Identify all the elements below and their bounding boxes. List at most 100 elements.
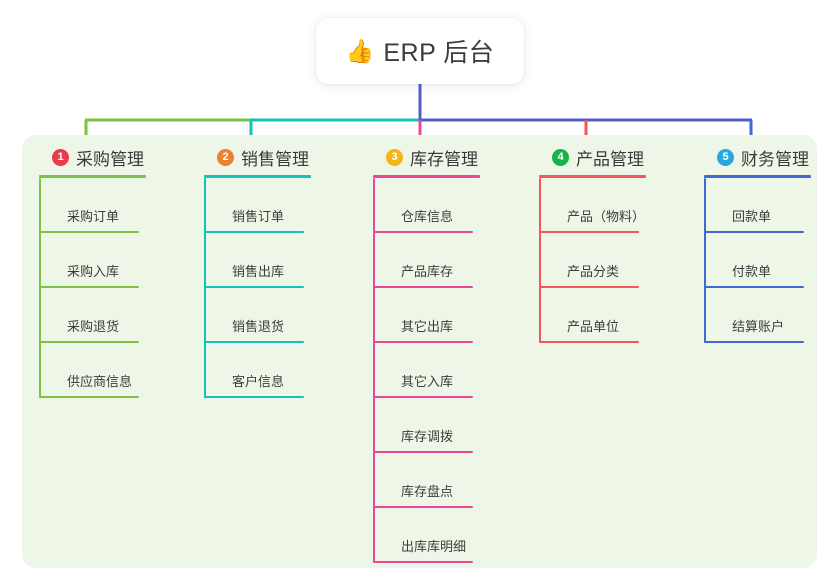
leaf-label: 产品分类	[567, 264, 620, 279]
leaf-label: 库存盘点	[401, 484, 454, 499]
root-title: ERP 后台	[383, 39, 495, 67]
column-title: 销售管理	[241, 149, 309, 169]
leaf-underline	[373, 396, 473, 398]
leaf-item[interactable]: 销售出库	[204, 233, 361, 288]
leaf-item[interactable]: 出库库明细	[373, 508, 530, 563]
leaf-underline	[204, 396, 304, 398]
leaf-underline	[539, 231, 639, 233]
leaf-underline	[704, 231, 804, 233]
leaf-underline	[373, 451, 473, 453]
column-underline	[39, 175, 146, 178]
leaf-item[interactable]: 库存盘点	[373, 453, 530, 508]
column-3: 3 库存管理仓库信息产品库存其它出库其它入库库存调拨库存盘点出库库明细	[370, 144, 530, 563]
column-spine	[539, 178, 541, 343]
leaf-underline	[373, 341, 473, 343]
leaf-item[interactable]: 产品单位	[539, 288, 696, 343]
leaf-label: 产品库存	[401, 264, 454, 279]
leaf-underline	[39, 341, 139, 343]
leaf-item[interactable]: 其它入库	[373, 343, 530, 398]
leaf-label: 客户信息	[232, 374, 285, 389]
leaf-underline	[39, 286, 139, 288]
leaf-item[interactable]: 销售退货	[204, 288, 361, 343]
column-header-3[interactable]: 3 库存管理	[370, 144, 530, 170]
column-badge-icon: 5	[717, 148, 734, 166]
root-node[interactable]: 👍 ERP 后台	[316, 18, 524, 84]
leaf-underline	[704, 341, 804, 343]
column-items: 销售订单销售出库销售退货客户信息	[204, 178, 361, 398]
leaf-item[interactable]: 产品库存	[373, 233, 530, 288]
leaf-label: 付款单	[732, 264, 772, 279]
leaf-label: 销售退货	[232, 319, 285, 334]
column-spine	[373, 178, 375, 563]
leaf-underline	[539, 286, 639, 288]
column-badge-icon: 1	[52, 148, 69, 166]
column-title: 采购管理	[76, 149, 144, 169]
leaf-label: 产品单位	[567, 319, 620, 334]
diagram-panel	[22, 135, 817, 568]
column-title: 财务管理	[741, 149, 809, 169]
column-title: 库存管理	[410, 149, 478, 169]
thumbs-up-icon: 👍	[345, 37, 375, 64]
column-1: 1 采购管理采购订单采购入库采购退货供应商信息	[36, 144, 196, 398]
leaf-underline	[39, 396, 139, 398]
leaf-item[interactable]: 产品（物料）	[539, 178, 696, 233]
leaf-item[interactable]: 客户信息	[204, 343, 361, 398]
leaf-underline	[373, 231, 473, 233]
column-header-4[interactable]: 4 产品管理	[536, 144, 696, 170]
leaf-label: 仓库信息	[401, 209, 454, 224]
leaf-label: 采购退货	[67, 319, 120, 334]
leaf-item[interactable]: 销售订单	[204, 178, 361, 233]
leaf-underline	[204, 341, 304, 343]
column-header-1[interactable]: 1 采购管理	[36, 144, 196, 170]
leaf-item[interactable]: 供应商信息	[39, 343, 196, 398]
leaf-underline	[373, 506, 473, 508]
leaf-item[interactable]: 产品分类	[539, 233, 696, 288]
leaf-label: 其它入库	[401, 374, 454, 389]
leaf-underline	[373, 286, 473, 288]
leaf-underline	[704, 286, 804, 288]
column-title: 产品管理	[576, 149, 644, 169]
leaf-item[interactable]: 回款单	[704, 178, 839, 233]
leaf-item[interactable]: 其它出库	[373, 288, 530, 343]
column-underline	[539, 175, 646, 178]
leaf-label: 其它出库	[401, 319, 454, 334]
column-spine	[39, 178, 41, 398]
leaf-label: 结算账户	[732, 319, 785, 334]
leaf-item[interactable]: 仓库信息	[373, 178, 530, 233]
column-header-5[interactable]: 5 财务管理	[701, 144, 839, 170]
leaf-item[interactable]: 采购订单	[39, 178, 196, 233]
column-5: 5 财务管理回款单付款单结算账户	[701, 144, 839, 343]
leaf-underline	[373, 561, 473, 563]
column-items: 回款单付款单结算账户	[704, 178, 839, 343]
leaf-label: 库存调拨	[401, 429, 454, 444]
column-items: 产品（物料） 产品分类产品单位	[539, 178, 696, 343]
column-badge-icon: 3	[386, 148, 403, 166]
leaf-item[interactable]: 结算账户	[704, 288, 839, 343]
column-spine	[704, 178, 706, 343]
leaf-label: 销售订单	[232, 209, 285, 224]
leaf-item[interactable]: 采购入库	[39, 233, 196, 288]
column-spine	[204, 178, 206, 398]
leaf-underline	[204, 231, 304, 233]
column-items: 仓库信息产品库存其它出库其它入库库存调拨库存盘点出库库明细	[373, 178, 530, 563]
leaf-underline	[539, 341, 639, 343]
leaf-label: 采购入库	[67, 264, 120, 279]
leaf-item[interactable]: 库存调拨	[373, 398, 530, 453]
column-underline	[704, 175, 811, 178]
leaf-item[interactable]: 付款单	[704, 233, 839, 288]
leaf-label: 出库库明细	[401, 539, 467, 554]
leaf-item[interactable]: 采购退货	[39, 288, 196, 343]
leaf-underline	[39, 231, 139, 233]
leaf-label: 销售出库	[232, 264, 285, 279]
leaf-label: 供应商信息	[67, 374, 133, 389]
leaf-label: 产品（物料）	[567, 209, 646, 224]
leaf-label: 回款单	[732, 209, 772, 224]
column-underline	[204, 175, 311, 178]
column-4: 4 产品管理产品（物料） 产品分类产品单位	[536, 144, 696, 343]
leaf-label: 采购订单	[67, 209, 120, 224]
column-badge-icon: 4	[552, 148, 569, 166]
column-underline	[373, 175, 480, 178]
column-items: 采购订单采购入库采购退货供应商信息	[39, 178, 196, 398]
